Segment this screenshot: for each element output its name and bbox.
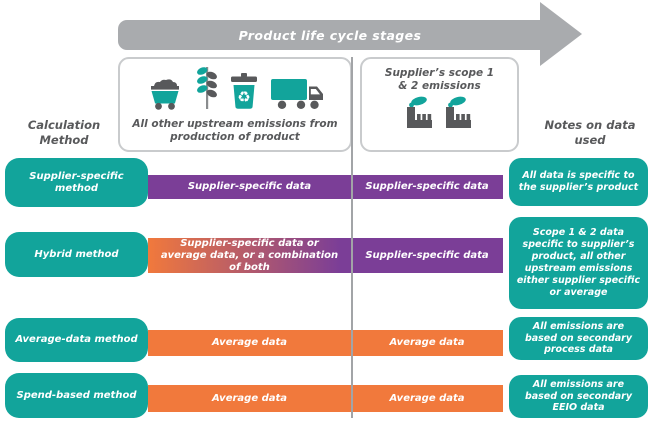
row2-scope-data: Supplier-specific data bbox=[365, 249, 489, 261]
column-divider bbox=[351, 57, 353, 418]
upstream-icons: ♻ bbox=[146, 66, 325, 114]
row2-data-bar: Supplier-specific data or average data, … bbox=[148, 238, 503, 273]
lifecycle-arrow: Product life cycle stages bbox=[118, 20, 542, 50]
svg-text:♻: ♻ bbox=[237, 88, 250, 106]
note-box-supplier-specific: All data is specific to the supplier’s p… bbox=[509, 158, 648, 206]
row3-data-bar: Average data Average data bbox=[148, 330, 503, 356]
recycle-bin-icon: ♻ bbox=[230, 73, 258, 114]
scope-caption: Supplier’s scope 1 & 2 emissions bbox=[384, 67, 495, 92]
note-box-average-data: All emissions are based on secondary pro… bbox=[509, 317, 648, 360]
factory-icon bbox=[445, 96, 473, 132]
mine-cart-icon bbox=[146, 77, 184, 114]
method-box-average-data: Average-data method bbox=[5, 318, 148, 362]
row4-data-bar: Average data Average data bbox=[148, 385, 503, 412]
note-box-spend-based: All emissions are based on secondary EEI… bbox=[509, 375, 648, 418]
row4-upstream-data: Average data bbox=[211, 392, 288, 404]
notes-header: Notes on data used bbox=[544, 118, 636, 147]
arrow-head-icon bbox=[540, 2, 582, 66]
plant-icon bbox=[196, 64, 217, 114]
truck-icon bbox=[270, 76, 325, 114]
row1-data-bar: Supplier-specific data Supplier-specific… bbox=[148, 175, 503, 199]
row4-scope-data: Average data bbox=[389, 392, 465, 404]
scope-emissions-box: Supplier’s scope 1 & 2 emissions bbox=[360, 57, 519, 152]
row3-scope-data: Average data bbox=[389, 337, 465, 348]
row1-scope-data: Supplier-specific data bbox=[365, 181, 489, 192]
scope-icons bbox=[406, 96, 473, 132]
upstream-caption: All other upstream emissions from produc… bbox=[132, 118, 338, 143]
note-box-hybrid: Scope 1 & 2 data specific to supplier’s … bbox=[509, 217, 648, 309]
row2-upstream-data: Supplier-specific data or average data, … bbox=[160, 237, 339, 273]
method-box-spend-based: Spend-based method bbox=[5, 373, 148, 418]
row1-upstream-data: Supplier-specific data bbox=[187, 181, 312, 192]
method-box-hybrid: Hybrid method bbox=[5, 232, 148, 277]
calculation-method-header: Calculation Method bbox=[27, 118, 101, 147]
factory-icon bbox=[406, 96, 434, 132]
row3-upstream-data: Average data bbox=[211, 337, 288, 348]
method-box-supplier-specific: Supplier-specific method bbox=[5, 158, 148, 207]
upstream-emissions-box: ♻ All other upstream emissions from prod… bbox=[118, 57, 352, 152]
lifecycle-arrow-label: Product life cycle stages bbox=[238, 27, 422, 43]
